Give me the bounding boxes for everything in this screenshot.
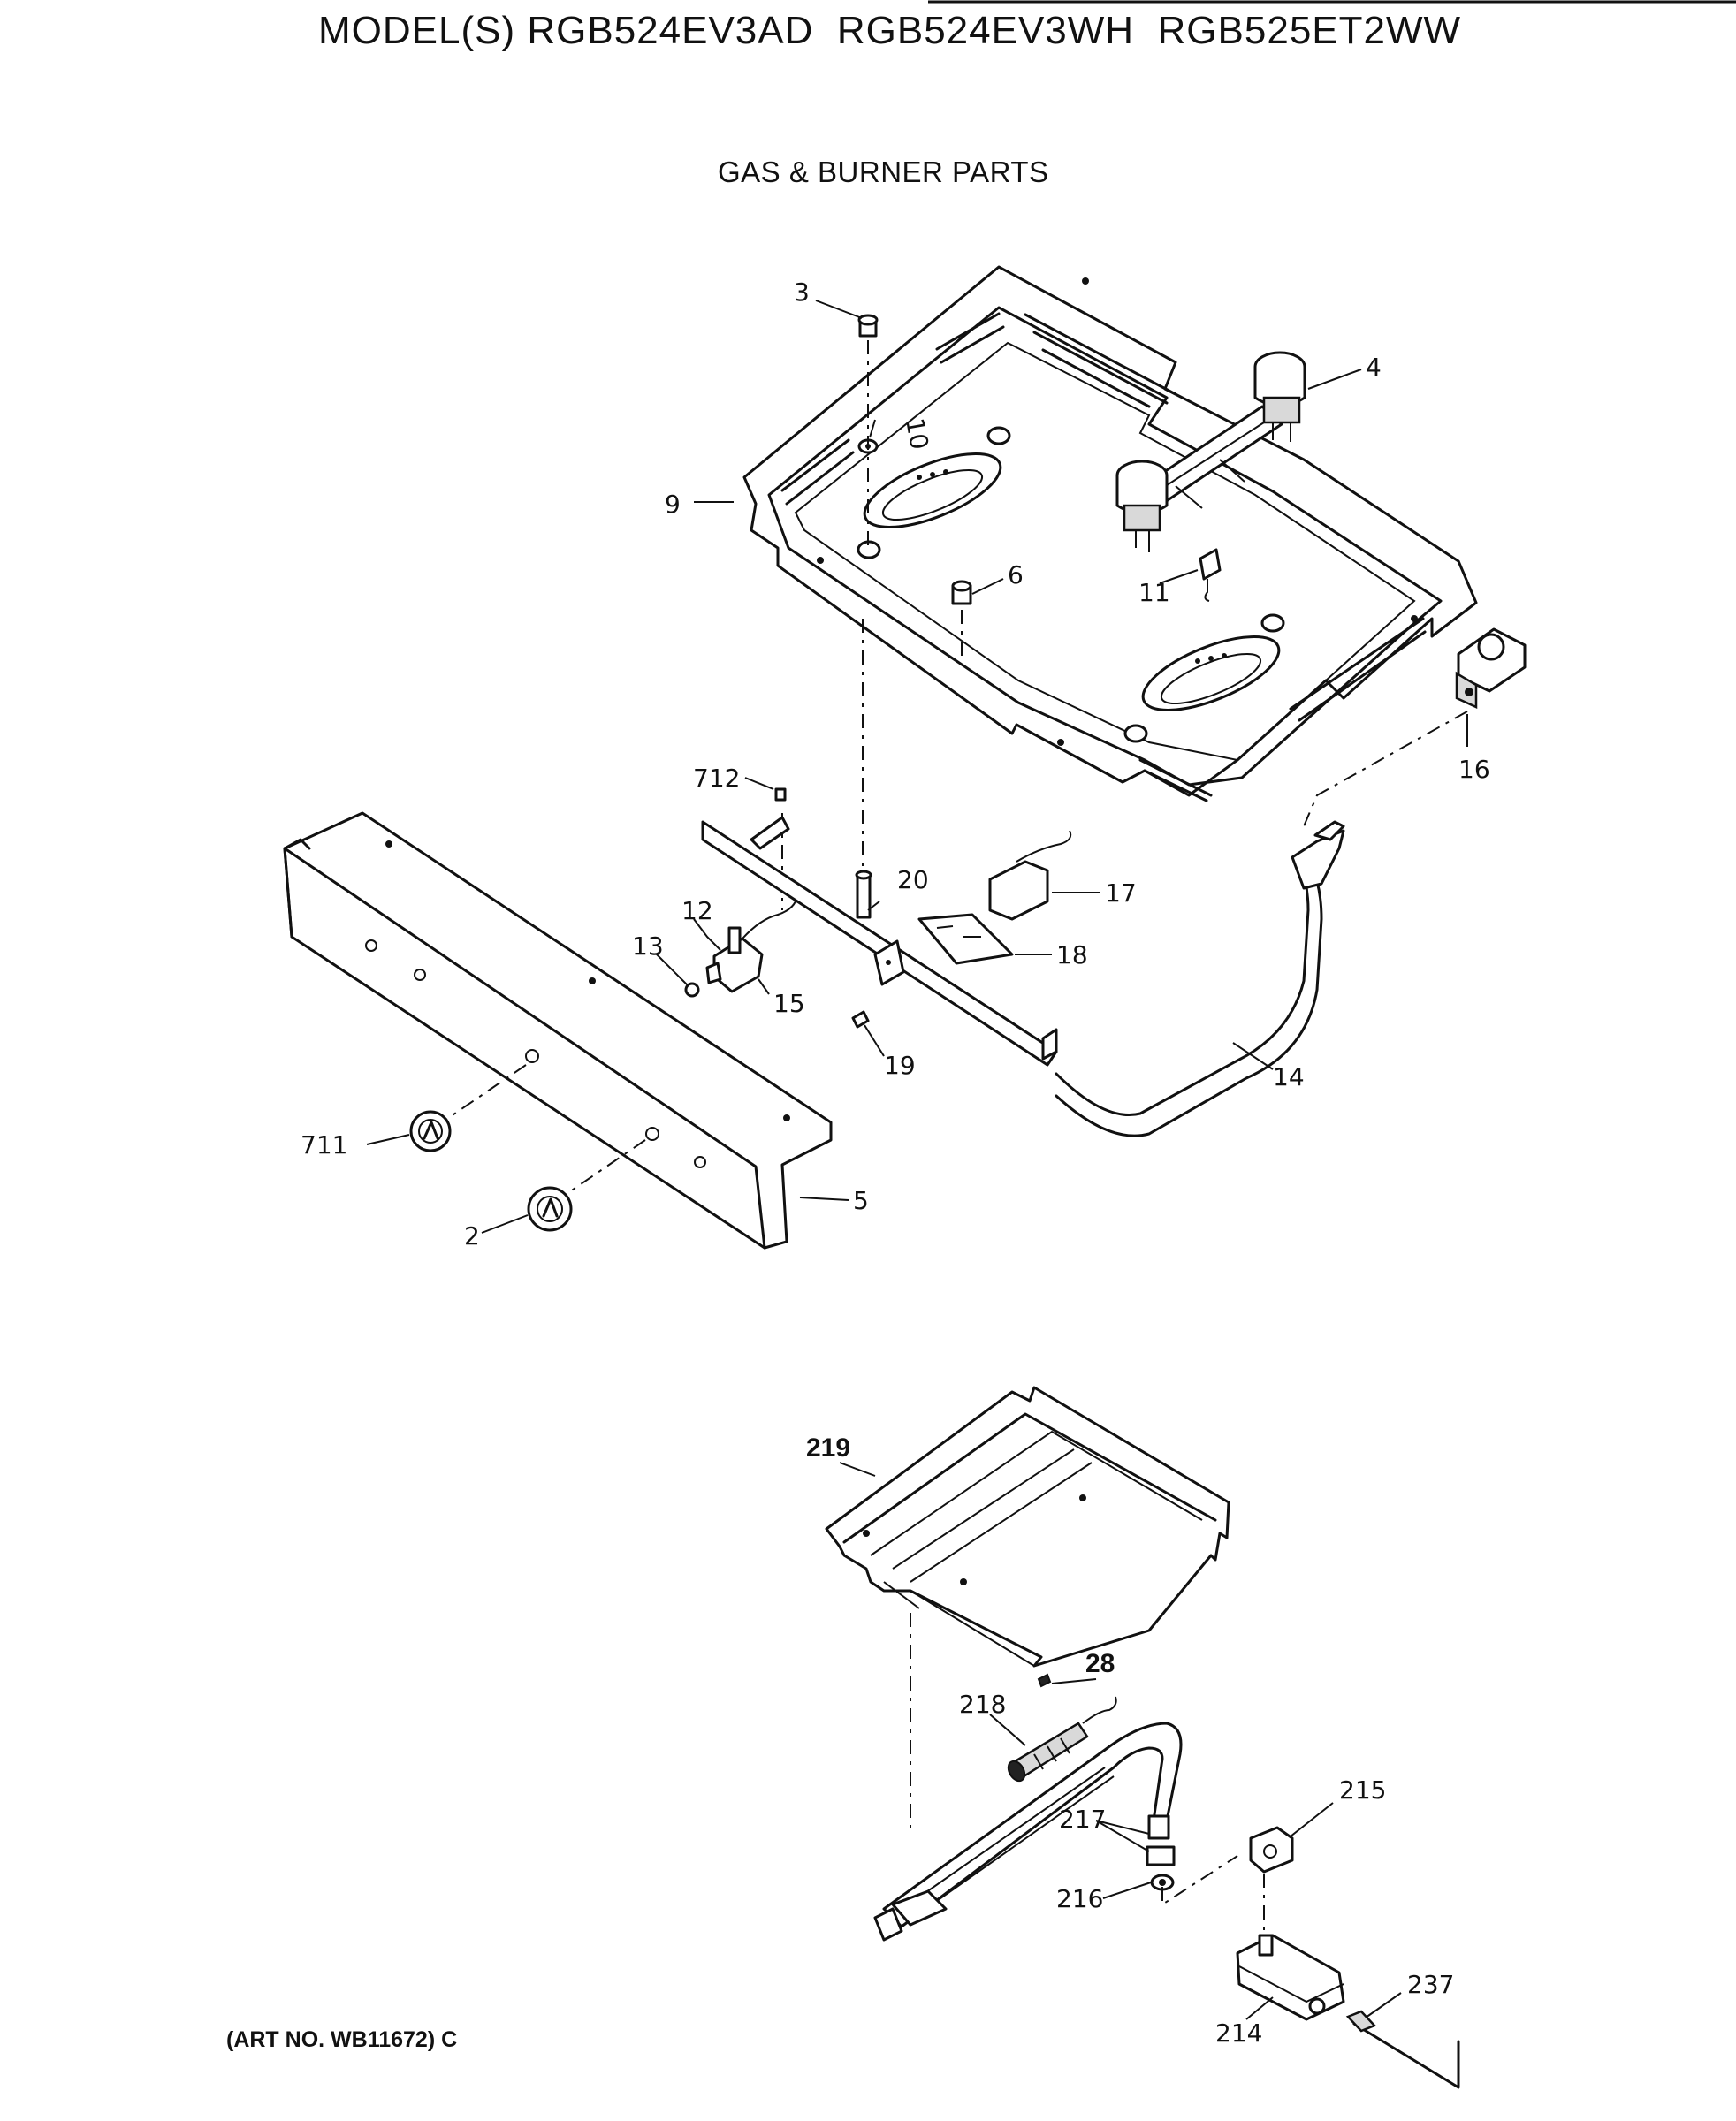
safety-valve-part-16 bbox=[1455, 627, 1527, 709]
leader-lines bbox=[366, 300, 1468, 2020]
bracket-part-11 bbox=[1199, 548, 1222, 602]
gas-tube-part-14 bbox=[1055, 820, 1345, 1137]
callout-237: 237 bbox=[1407, 1970, 1454, 1999]
burner-baffle-part-219 bbox=[825, 1386, 1230, 1668]
callout-28: 28 bbox=[1085, 1649, 1115, 1678]
callout-18: 18 bbox=[1056, 940, 1088, 969]
knob-part-711 bbox=[409, 1110, 452, 1152]
callout-218: 218 bbox=[959, 1690, 1006, 1719]
igniter-switch-part-17 bbox=[988, 830, 1072, 921]
callout-17: 17 bbox=[1105, 878, 1137, 908]
callout-219: 219 bbox=[806, 1433, 850, 1463]
bracket-part-215 bbox=[1249, 1826, 1294, 1874]
section-title: GAS & BURNER PARTS bbox=[718, 156, 1049, 188]
callout-12: 12 bbox=[681, 896, 713, 925]
callout-215: 215 bbox=[1339, 1775, 1386, 1805]
nut-part-6 bbox=[951, 580, 972, 605]
regulator-valve-part-15 bbox=[705, 901, 796, 993]
nozzle-part-12 bbox=[727, 926, 742, 954]
manifold-part-18-bar bbox=[701, 816, 1058, 1067]
screw-part-28 bbox=[1037, 1673, 1052, 1688]
callout-5: 5 bbox=[853, 1186, 869, 1215]
callout-214: 214 bbox=[1215, 2018, 1262, 2048]
callout-4: 4 bbox=[1366, 353, 1382, 382]
callout-14: 14 bbox=[1273, 1062, 1305, 1091]
nut-part-216 bbox=[1150, 1874, 1175, 1891]
screw-part-19 bbox=[851, 1010, 870, 1029]
screw-part-3 bbox=[857, 314, 879, 338]
screw-part-712 bbox=[774, 787, 787, 802]
callout-11: 11 bbox=[1138, 578, 1170, 607]
callout-6: 6 bbox=[1008, 560, 1024, 589]
callout-3: 3 bbox=[794, 277, 810, 307]
callout-13: 13 bbox=[632, 931, 664, 961]
callout-216: 216 bbox=[1056, 1884, 1103, 1913]
callout-10: 10 bbox=[900, 415, 934, 452]
art-number: (ART NO. WB11672) C bbox=[226, 2027, 458, 2052]
callout-9: 9 bbox=[665, 490, 681, 519]
callout-labels: 3 4 10 9 6 11 16 712 20 17 12 13 18 15 1… bbox=[301, 277, 1490, 2048]
orifice-holder-part-20 bbox=[855, 870, 872, 919]
callout-15: 15 bbox=[773, 989, 805, 1018]
callout-16: 16 bbox=[1458, 755, 1490, 784]
callout-711: 711 bbox=[301, 1130, 347, 1159]
knob-part-2 bbox=[527, 1186, 573, 1232]
callout-20: 20 bbox=[897, 865, 929, 894]
callout-217: 217 bbox=[1059, 1805, 1106, 1834]
bake-valve-part-214 bbox=[1236, 1934, 1345, 2021]
clip-part-217 bbox=[1146, 1814, 1176, 1866]
page-title: MODEL(S) RGB524EV3AD RGB524EV3WH RGB525E… bbox=[318, 9, 1462, 52]
bracket-part-18 bbox=[917, 913, 1014, 965]
callout-712: 712 bbox=[693, 764, 740, 793]
spark-igniter-part-4 bbox=[1115, 351, 1306, 552]
burner-box-part-9 bbox=[742, 265, 1478, 802]
callout-2: 2 bbox=[464, 1221, 480, 1251]
control-panel-part-5 bbox=[283, 811, 833, 1250]
washer-part-13 bbox=[684, 982, 700, 998]
thermostat-bulb-part-237 bbox=[1345, 2010, 1460, 2089]
callout-19: 19 bbox=[884, 1051, 916, 1080]
igniter-part-218 bbox=[1007, 1696, 1117, 1783]
